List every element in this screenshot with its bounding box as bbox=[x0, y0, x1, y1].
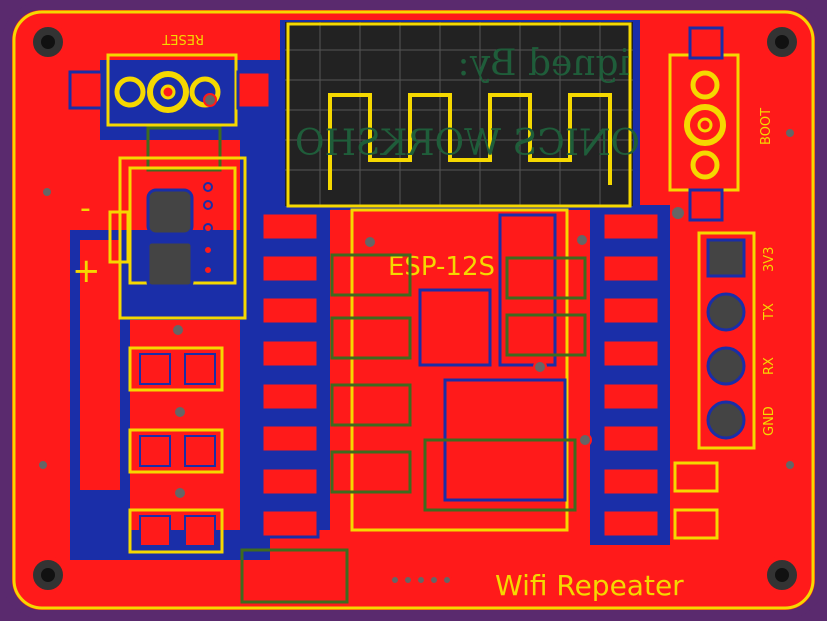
led-footprints bbox=[128, 346, 224, 554]
minus-label: - bbox=[80, 191, 91, 226]
module-pads-right bbox=[601, 211, 661, 539]
right-smd-parts bbox=[673, 461, 719, 540]
boot-label: BOOT bbox=[759, 108, 774, 145]
mirror-text-line1: igned By: bbox=[458, 43, 630, 84]
pin-label-rx: RX bbox=[762, 357, 777, 375]
module-label: ESP-12S bbox=[388, 252, 495, 282]
board-title: Wifi Repeater bbox=[495, 569, 684, 602]
mounting-holes bbox=[29, 23, 801, 594]
pin-label-3v3: 3V3 bbox=[762, 247, 777, 272]
uart-header: 3V3 TX RX GND bbox=[697, 231, 777, 450]
antenna-trace bbox=[328, 93, 612, 190]
antenna-area bbox=[285, 22, 633, 208]
module-pads-left bbox=[260, 211, 320, 539]
vias bbox=[37, 93, 796, 585]
pin-label-tx: TX bbox=[762, 303, 777, 321]
board-silk-outline bbox=[12, 10, 815, 610]
plus-label: + bbox=[72, 251, 101, 291]
reset-button[interactable]: RESET bbox=[68, 31, 272, 127]
courtyards bbox=[146, 126, 587, 604]
reset-label: RESET bbox=[162, 31, 204, 46]
pin-label-gnd: GND bbox=[762, 406, 777, 436]
boot-button[interactable]: BOOT bbox=[668, 26, 774, 222]
power-connector: - + bbox=[72, 156, 247, 320]
mirror-text-line2: ONICS WORKSHO bbox=[295, 123, 640, 164]
